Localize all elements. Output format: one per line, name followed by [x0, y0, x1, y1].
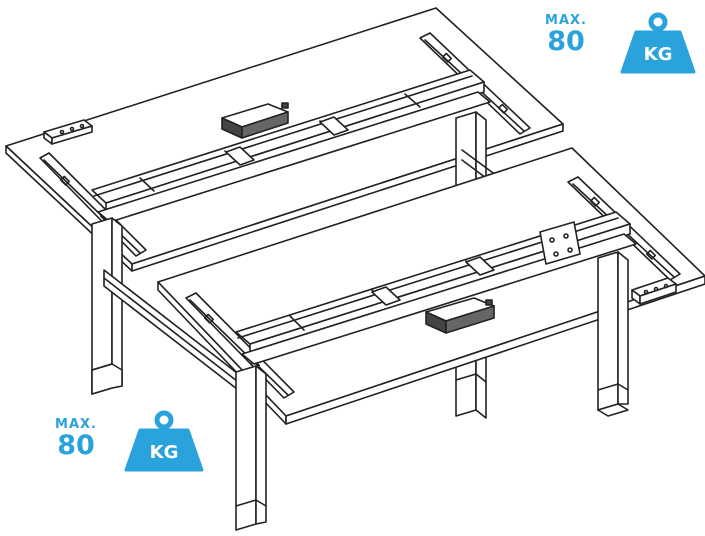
front-leg-left-back	[91, 217, 123, 395]
max-load-badge-top: MAX. 80	[540, 14, 592, 55]
front-leg-left-front	[235, 365, 267, 531]
back-control-box	[221, 102, 289, 139]
max-label: MAX.	[55, 417, 97, 432]
back-handset	[43, 119, 93, 145]
back-crossbar	[91, 69, 491, 223]
front-control-box	[425, 297, 495, 334]
front-leg-right	[597, 251, 629, 417]
front-frame-bracket-left	[185, 292, 295, 399]
weight-icon: KG	[620, 12, 696, 74]
max-load-value: 80	[547, 26, 585, 57]
front-handset	[631, 277, 677, 305]
front-crossbar	[235, 211, 637, 365]
weight-unit-label: KG	[644, 44, 673, 65]
weight-icon: KG	[124, 410, 204, 472]
weight-unit-label: KG	[150, 442, 179, 463]
max-load-value: 80	[57, 430, 95, 461]
max-label: MAX.	[545, 13, 587, 28]
max-load-badge-bottom: MAX. 80	[48, 418, 104, 459]
